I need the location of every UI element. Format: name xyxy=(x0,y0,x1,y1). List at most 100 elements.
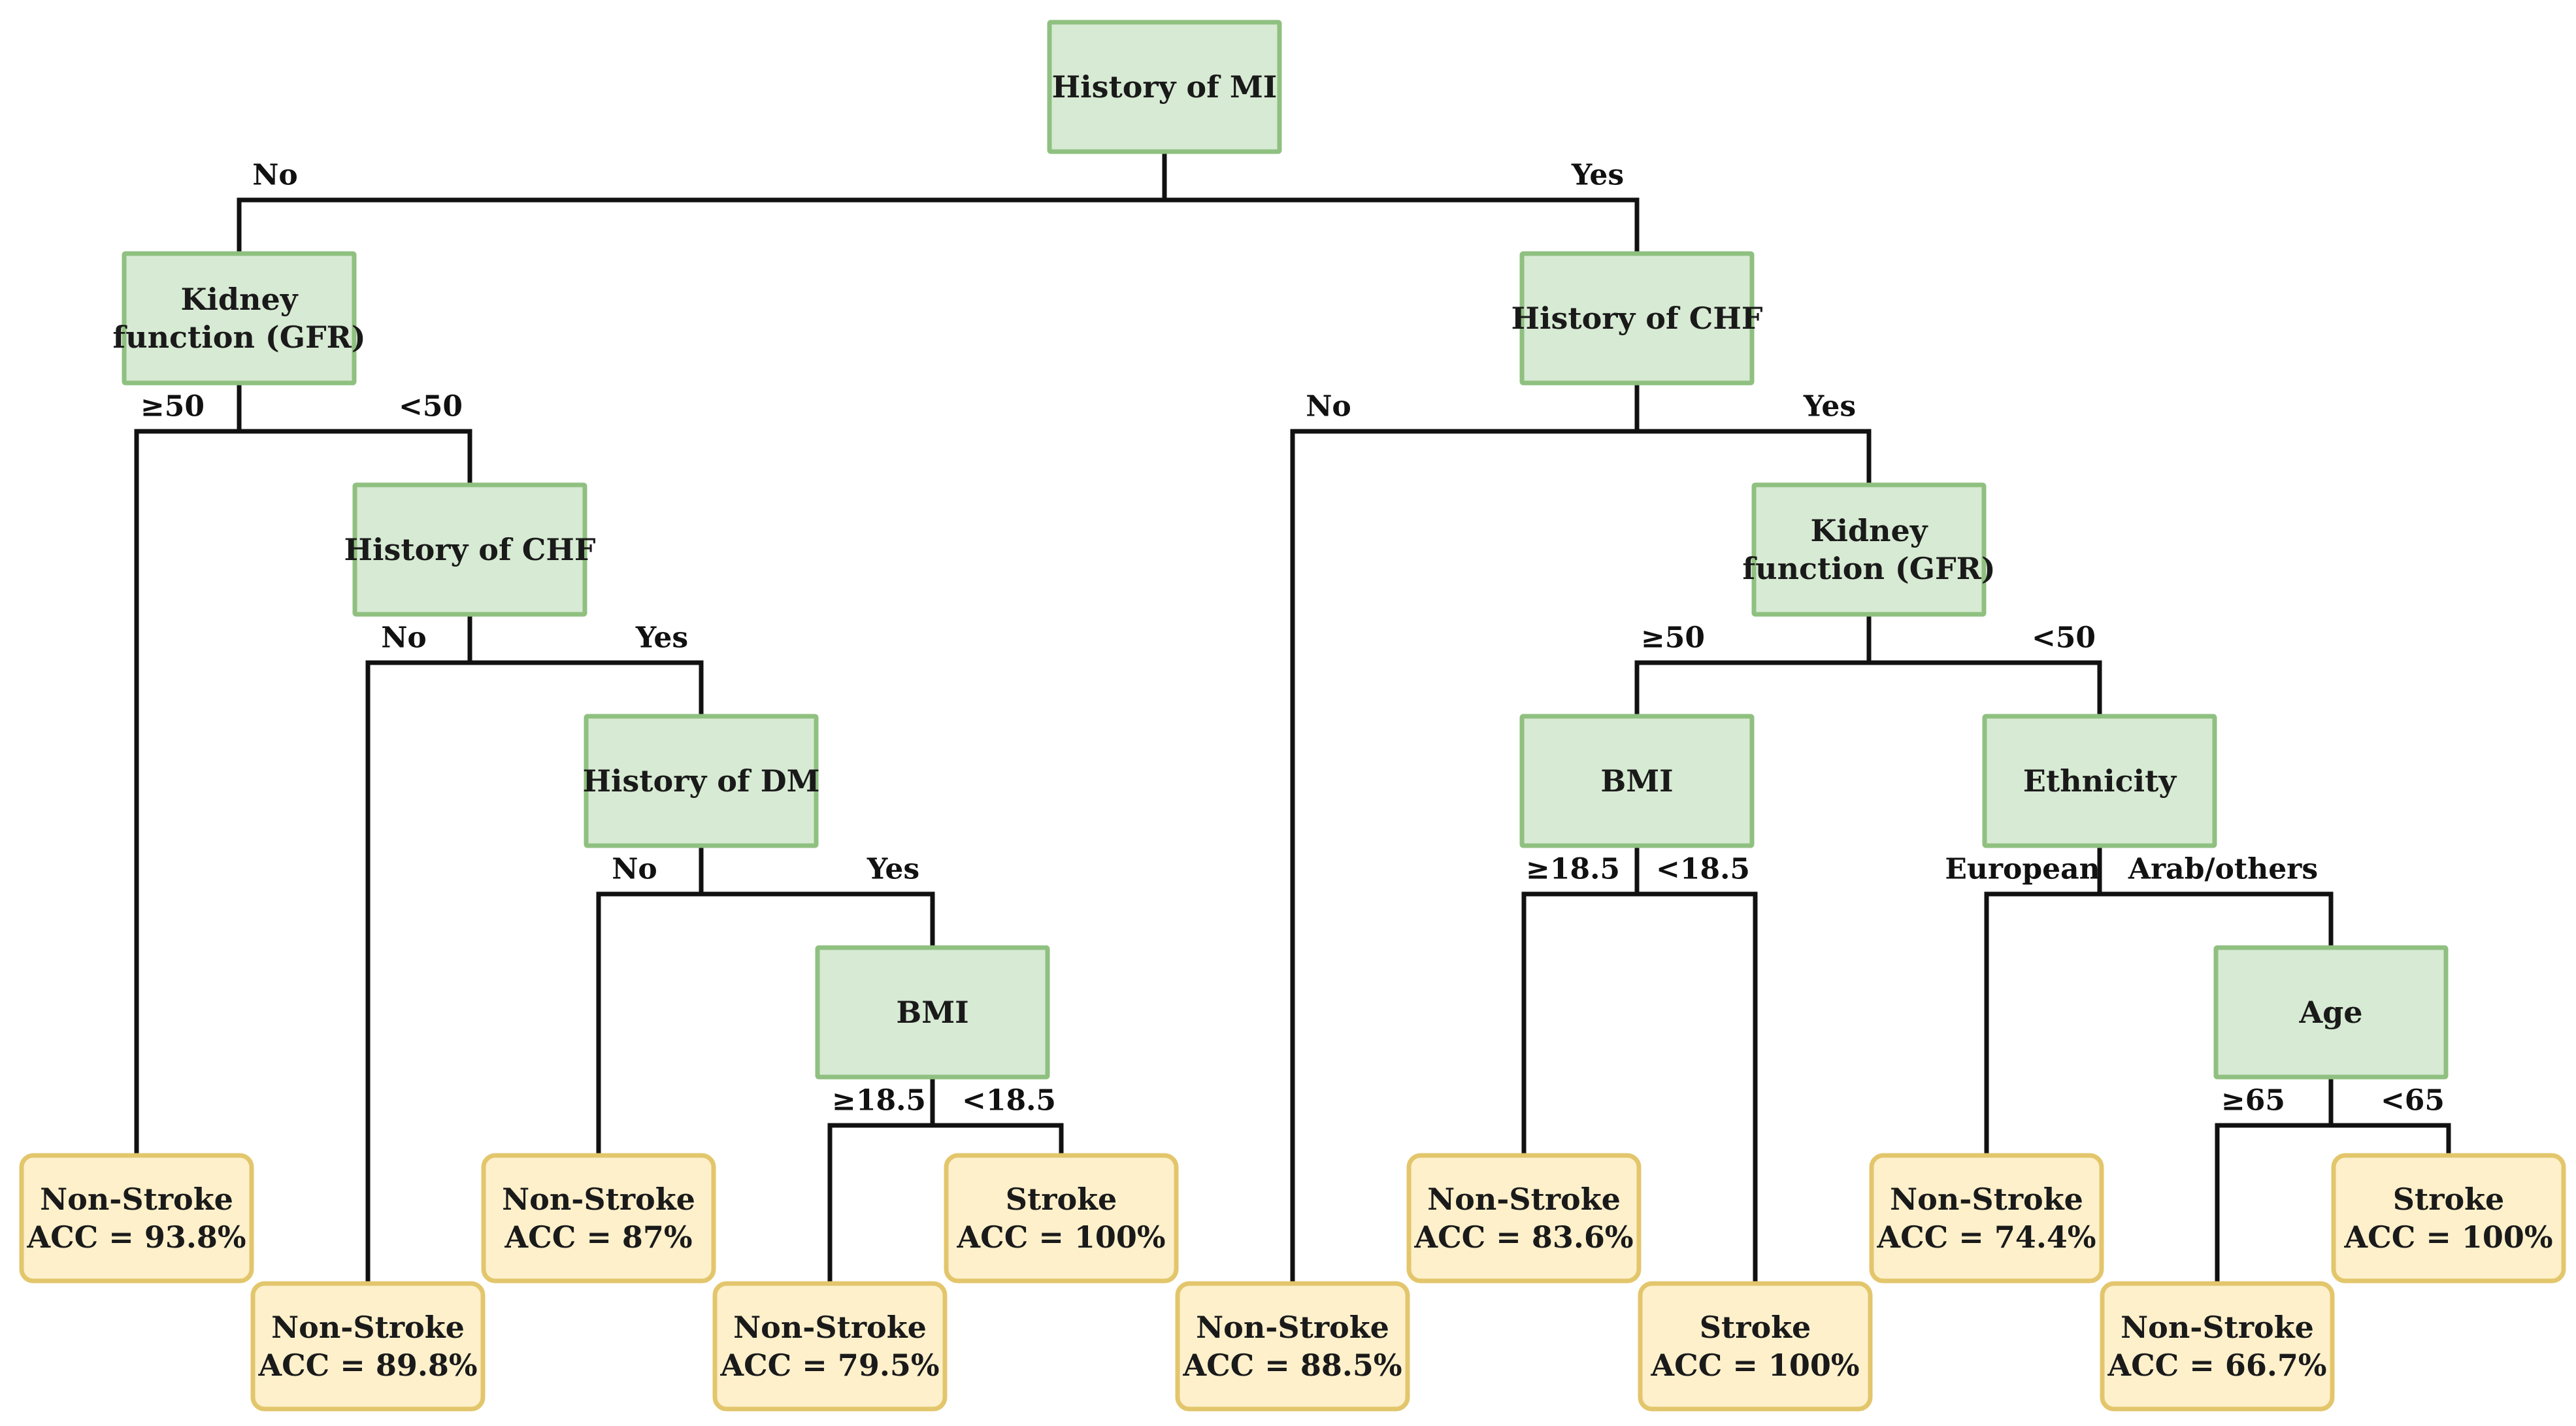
tree-edge-age-to-leaf_10: ≥65 xyxy=(2215,1074,2334,1286)
tree-edge-chf_right-to-gfr_right: Yes xyxy=(1634,380,1872,488)
edge-line xyxy=(134,380,242,1158)
tree-edge-ethnicity-to-age: Arab/others xyxy=(2097,843,2334,950)
decision-node-dm: History of DM xyxy=(582,714,820,848)
edge-line xyxy=(1984,843,2102,1158)
leaf-box xyxy=(1406,1153,1642,1284)
edge-line xyxy=(1634,380,1872,488)
leaf-class-label: Non-Stroke xyxy=(40,1182,233,1217)
edge-line xyxy=(237,380,472,488)
tree-edge-dm-to-leaf_3: No xyxy=(596,843,704,1158)
leaf-class-label: Non-Stroke xyxy=(1427,1182,1621,1217)
leaf-class-label: Stroke xyxy=(1006,1182,1117,1217)
node-label-line: BMI xyxy=(896,995,968,1030)
edge-line xyxy=(596,843,704,1158)
branch-label: <50 xyxy=(2032,622,2096,655)
leaf-accuracy-label: ACC = 89.8% xyxy=(257,1348,477,1383)
branch-label: Yes xyxy=(1571,159,1624,192)
leaf-class-label: Non-Stroke xyxy=(1196,1310,1389,1345)
branch-label: ≥18.5 xyxy=(1526,853,1620,886)
decision-box xyxy=(1751,482,1987,617)
edge-line xyxy=(1521,843,1640,1158)
node-label-line: History of CHF xyxy=(1511,301,1763,336)
leaf-accuracy-label: ACC = 88.5% xyxy=(1182,1348,1402,1383)
decision-box xyxy=(1047,20,1282,154)
leaf-accuracy-label: ACC = 93.8% xyxy=(26,1219,246,1255)
edge-line xyxy=(467,612,704,719)
edge-line xyxy=(365,612,472,1286)
decision-node-ethnicity: Ethnicity xyxy=(1982,714,2217,848)
leaf-class-label: Non-Stroke xyxy=(271,1310,465,1345)
decision-box xyxy=(1519,714,1755,848)
branch-label: ≥65 xyxy=(2221,1084,2285,1118)
edge-line xyxy=(930,1074,1064,1158)
tree-edge-gfr_left-to-chf_left: <50 xyxy=(237,380,472,488)
edge-line xyxy=(1162,149,1640,256)
leaf-accuracy-label: ACC = 100% xyxy=(2343,1219,2552,1255)
leaf-box xyxy=(250,1281,486,1412)
tree-edge-age-to-leaf_11: <65 xyxy=(2328,1074,2451,1158)
leaf-box xyxy=(481,1153,716,1284)
tree-edge-mi-to-chf_right: Yes xyxy=(1162,149,1640,256)
branch-label: ≥50 xyxy=(1641,622,1705,655)
tree-edge-gfr_right-to-bmi_right: ≥50 xyxy=(1634,612,1872,719)
edge-line xyxy=(237,149,1167,256)
decision-box xyxy=(1982,714,2217,848)
tree-edge-chf_left-to-leaf_2: No xyxy=(365,612,472,1286)
node-label-line: Kidney xyxy=(180,282,298,317)
tree-edge-dm-to-bmi_left: Yes xyxy=(699,843,935,950)
leaf-class-label: Non-Stroke xyxy=(502,1182,695,1217)
decision-box xyxy=(1519,251,1755,386)
node-label-line: function (GFR) xyxy=(1742,551,1995,586)
decision-box xyxy=(352,482,587,617)
decision-box xyxy=(815,945,1050,1080)
decision-node-bmi_left: BMI xyxy=(815,945,1050,1080)
leaf-accuracy-label: ACC = 79.5% xyxy=(719,1348,939,1383)
tree-edge-bmi_left-to-leaf_4: ≥18.5 xyxy=(827,1074,935,1286)
decision-node-age: Age xyxy=(2213,945,2449,1080)
leaf-box xyxy=(712,1281,948,1412)
tree-edge-chf_left-to-dm: Yes xyxy=(467,612,704,719)
tree-edge-ethnicity-to-leaf_9: European xyxy=(1945,843,2102,1158)
branch-label: <18.5 xyxy=(962,1084,1056,1118)
leaf-box xyxy=(1175,1281,1410,1412)
tree-edge-bmi_right-to-leaf_7: ≥18.5 xyxy=(1521,843,1640,1158)
edge-line xyxy=(2097,843,2334,950)
edge-line xyxy=(1866,612,2102,719)
node-label-line: function (GFR) xyxy=(112,320,365,355)
decision-box xyxy=(2213,945,2449,1080)
leaf-box xyxy=(1638,1281,1873,1412)
leaf-box xyxy=(19,1153,254,1284)
branch-label: <65 xyxy=(2381,1084,2445,1118)
branch-label: <18.5 xyxy=(1656,853,1750,886)
decision-box xyxy=(122,251,357,386)
edge-line xyxy=(2328,1074,2451,1158)
tree-edge-mi-to-gfr_left: No xyxy=(237,149,1167,256)
node-label-line: Ethnicity xyxy=(2023,763,2177,799)
leaf-class-label: Non-Stroke xyxy=(733,1310,927,1345)
node-label-line: Kidney xyxy=(1810,513,1928,548)
leaf-accuracy-label: ACC = 66.7% xyxy=(2107,1348,2326,1383)
node-label-line: History of DM xyxy=(582,763,819,799)
leaf-accuracy-label: ACC = 100% xyxy=(1650,1348,1859,1383)
branch-label: ≥50 xyxy=(140,390,205,423)
leaf-box xyxy=(944,1153,1179,1284)
decision-node-mi: History of MI xyxy=(1047,20,1282,154)
branch-label: Arab/others xyxy=(2128,853,2318,886)
branch-label: No xyxy=(252,159,298,192)
decision-node-chf_left: History of CHF xyxy=(344,482,596,617)
branch-label: No xyxy=(1306,390,1351,423)
tree-edge-gfr_left-to-leaf_1: ≥50 xyxy=(134,380,242,1158)
leaf-class-label: Non-Stroke xyxy=(2121,1310,2314,1345)
